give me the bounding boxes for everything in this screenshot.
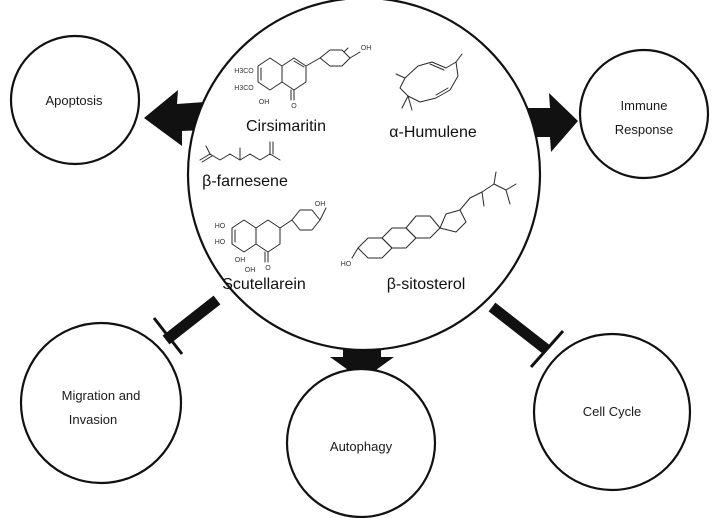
inhibit-cell-cycle xyxy=(488,302,565,368)
autophagy-label: Autophagy xyxy=(330,439,393,454)
scutellarein-atom-oh-phenyl: OH xyxy=(315,201,326,208)
scutellarein-atom-oh-3: OH xyxy=(235,257,246,264)
cirsimaritin-atom-oh-phenyl: OH xyxy=(361,45,372,52)
node-cell-cycle: Cell Cycle xyxy=(532,332,692,492)
scutellarein-structure: OH HO HO OH O OH xyxy=(215,201,327,274)
scutellarein-atom-oh-4: OH xyxy=(245,267,256,274)
cirsimaritin-atom-h3co-top: H3CO xyxy=(234,68,254,75)
cirsimaritin-structure: H3CO H3CO OH O OH xyxy=(234,45,371,110)
inhibit-migration-invasion xyxy=(152,295,221,355)
sitosterol-structure: HO xyxy=(341,171,517,268)
arrow-to-autophagy xyxy=(330,346,394,380)
cirsimaritin-atom-oh-ring: OH xyxy=(259,99,270,106)
apoptosis-label: Apoptosis xyxy=(45,93,103,108)
humulene-label: α-Humulene xyxy=(389,124,477,141)
node-apoptosis: Apoptosis xyxy=(9,34,141,166)
arrow-to-immune-response xyxy=(527,93,578,152)
scutellarein-atom-ho-1: HO xyxy=(215,223,226,230)
node-migration-invasion: Migration and Invasion xyxy=(19,321,183,485)
cirsimaritin-label: Cirsimaritin xyxy=(246,118,326,135)
farnesene-structure xyxy=(199,141,281,163)
immune-label-line1: Immune xyxy=(621,98,668,113)
immune-label-line2: Response xyxy=(615,122,674,137)
sitosterol-label: β-sitosterol xyxy=(387,276,466,293)
scutellarein-atom-ho-2: HO xyxy=(215,239,226,246)
farnesene-label: β-farnesene xyxy=(202,173,288,190)
humulene-structure xyxy=(395,53,463,111)
cirsimaritin-atom-o-carbonyl: O xyxy=(291,103,297,110)
node-autophagy: Autophagy xyxy=(285,367,437,518)
migration-label-line2: Invasion xyxy=(69,412,117,427)
sitosterol-atom-ho: HO xyxy=(341,261,352,268)
scutellarein-label: Scutellarein xyxy=(222,276,306,293)
node-immune-response: Immune Response xyxy=(578,48,710,180)
node-compounds: H3CO H3CO OH O OH Cirsimaritin α-Humulen… xyxy=(186,0,542,352)
arrow-to-apoptosis xyxy=(144,90,205,146)
scutellarein-atom-o-carbonyl: O xyxy=(265,265,271,272)
cirsimaritin-atom-h3co-bottom: H3CO xyxy=(234,85,254,92)
cell-cycle-label: Cell Cycle xyxy=(583,404,642,419)
migration-label-line1: Migration and xyxy=(62,388,141,403)
